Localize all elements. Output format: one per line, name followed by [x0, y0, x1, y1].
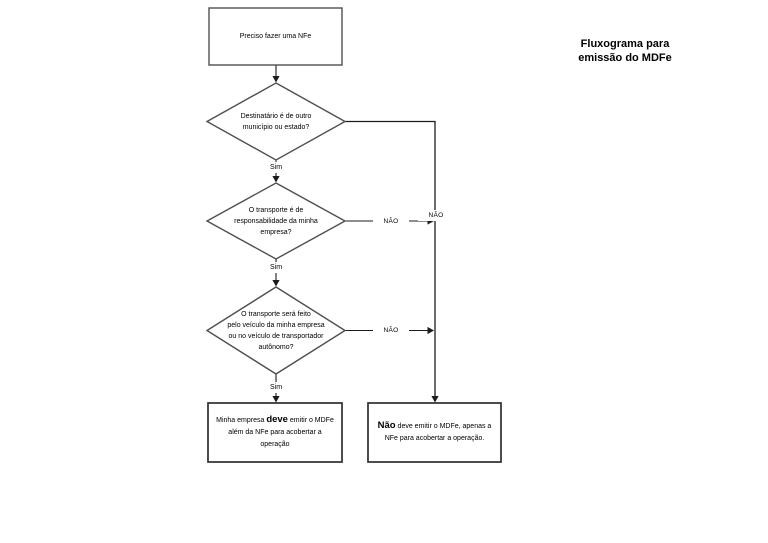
yes-label-2: Sim — [258, 262, 294, 273]
result-must-label: Minha empresa deve emitir o MDFe além da… — [211, 404, 339, 461]
decision-1-shape — [205, 82, 347, 161]
decision-2-line: O transporte é de — [248, 206, 304, 214]
result-not-box-shape — [367, 402, 502, 463]
arrow-down-icon — [272, 76, 280, 83]
arrow-right-icon — [427, 326, 434, 335]
result-must-line1: Minha empresa deve emitir o MDFe — [216, 414, 334, 427]
decision-1-label: Destinatário é de outro município ou est… — [211, 95, 341, 148]
arrow-down-icon — [272, 280, 280, 287]
result-must-emphasis: deve — [266, 414, 288, 425]
result-not-emphasis: Não — [377, 420, 396, 431]
start-box-label: Preciso fazer uma NFe — [209, 8, 342, 65]
decision-3-shape — [205, 286, 347, 375]
page-title-line: emissão do MDFe — [578, 52, 672, 64]
decision-2-line: responsabilidade da minha — [234, 217, 318, 225]
page-title: Fluxograma para emissão do MDFe — [558, 37, 692, 65]
yes-label-3: Sim — [258, 382, 294, 393]
no-label-3: NÃO — [373, 325, 409, 336]
result-not-label: Não deve emitir o MDFe, apenas a NFe par… — [371, 404, 498, 461]
arrow-down-icon — [272, 176, 280, 183]
result-not-line2: NFe para acobertar a operação. — [384, 435, 485, 442]
decision-1-line: município ou estado? — [242, 123, 310, 131]
result-must-line2: além da NFe para acobertar a — [228, 429, 322, 436]
no-label-1: NÃO — [418, 210, 454, 221]
arrow-down-icon — [431, 396, 439, 403]
result-must-box-shape — [207, 402, 343, 463]
decision-3-line: ou no veículo de transportador — [228, 332, 324, 340]
decision-3-line: O transporte será feito — [241, 310, 311, 318]
result-must-line3: operação — [260, 441, 290, 448]
decision-2-line: empresa? — [260, 228, 292, 236]
page-title-line: Fluxograma para — [580, 38, 670, 50]
decision-2-label: O transporte é de responsabilidade da mi… — [211, 195, 341, 247]
start-box-text: Preciso fazer uma NFe — [239, 33, 312, 40]
decision-3-line: pelo veículo da minha empresa — [227, 321, 325, 329]
yes-label-1: Sim — [258, 162, 294, 173]
result-not-line1: Não deve emitir o MDFe, apenas a — [378, 420, 492, 433]
result-not-suffix: deve emitir o MDFe, apenas a — [395, 423, 492, 430]
result-must-suffix: emitir o MDFe — [287, 417, 334, 424]
decision-3-label: O transporte será feito pelo veículo da … — [211, 298, 341, 363]
decision-1-line: Destinatário é de outro — [240, 112, 312, 120]
start-box-shape — [208, 7, 343, 66]
result-must-prefix: Minha empresa — [216, 417, 267, 424]
decision-2-shape — [205, 182, 347, 260]
edge-d1-no-to-result-not — [345, 120, 436, 397]
arrow-down-icon — [272, 396, 280, 403]
decision-3-line: autônomo? — [258, 343, 294, 351]
no-label-2: NÃO — [373, 215, 409, 227]
